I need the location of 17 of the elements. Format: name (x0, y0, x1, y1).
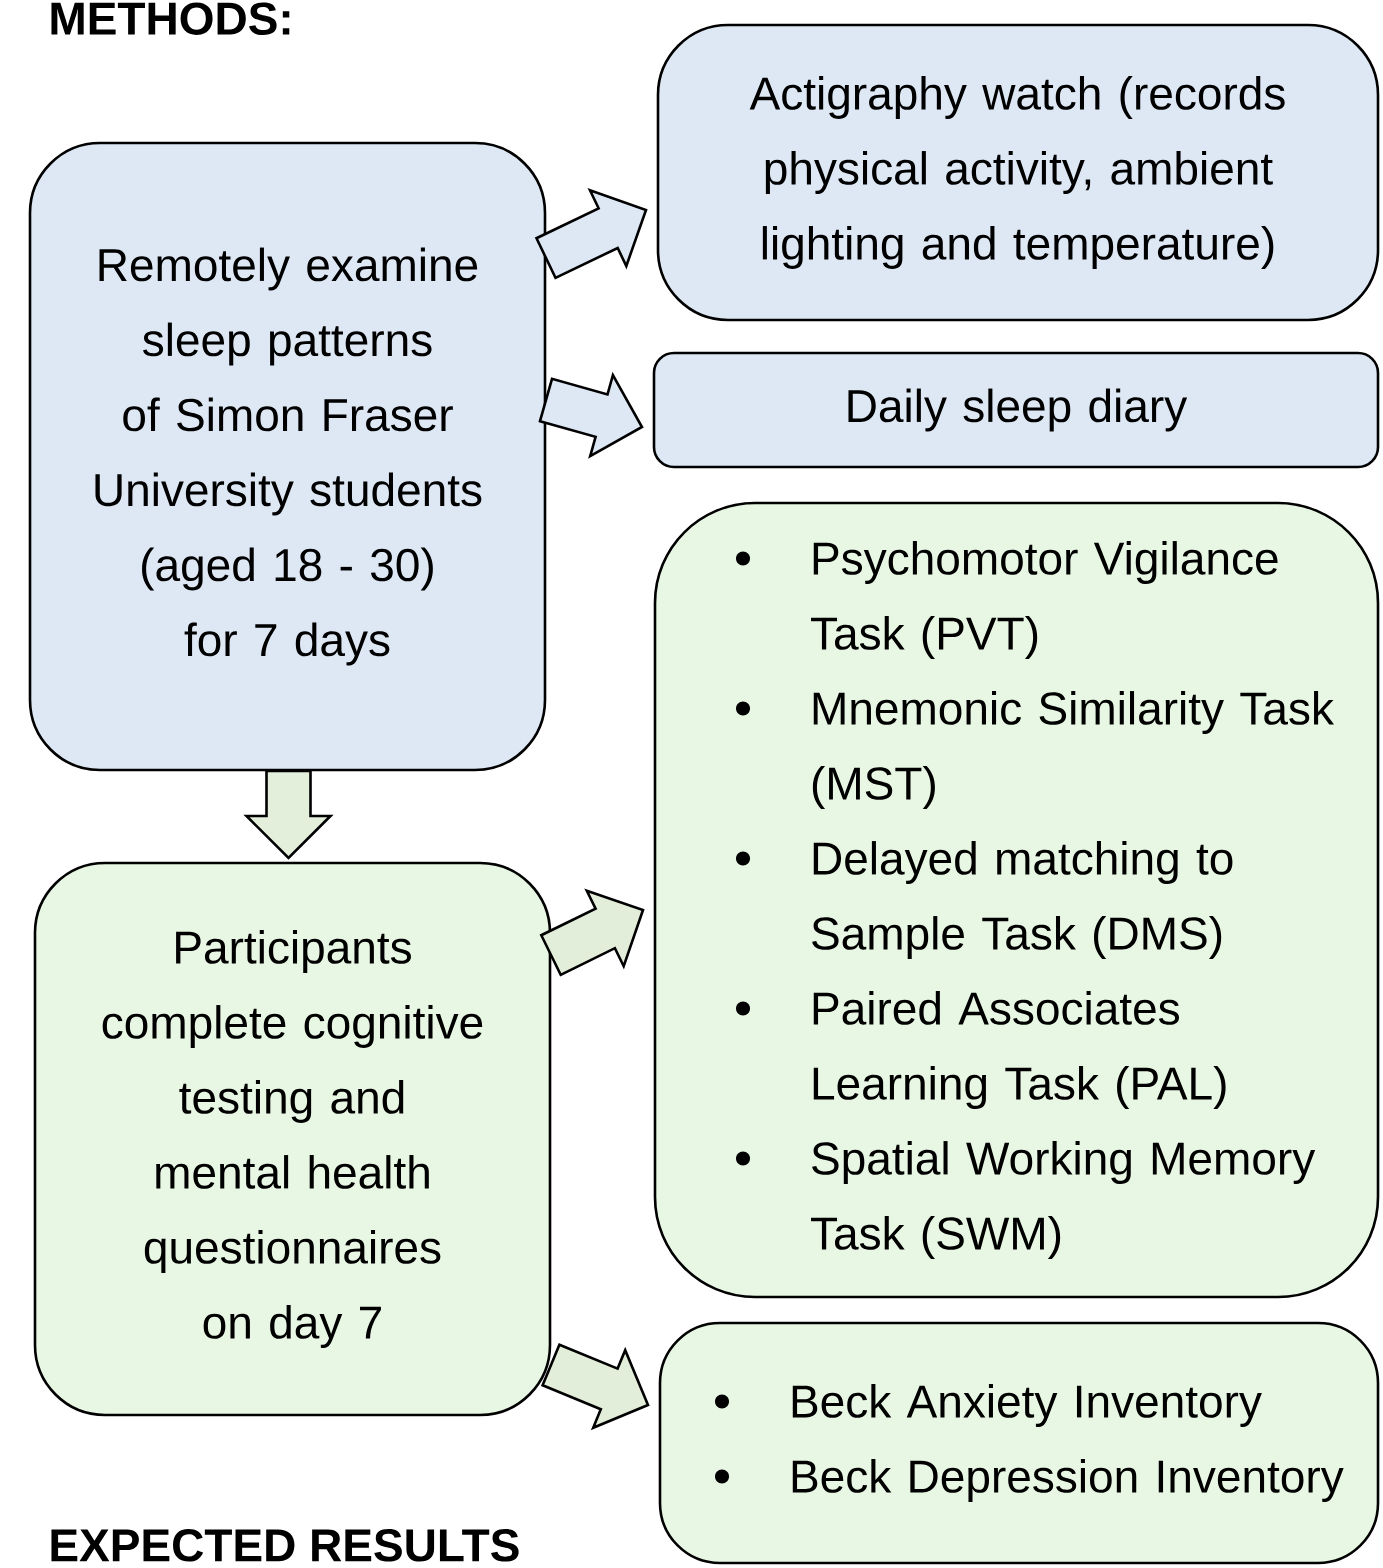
block-arrow (538, 371, 644, 459)
process-box: Participants complete cognitive testing and mental health questionnaires on day 7 (33, 861, 552, 1417)
heading: METHODS: (51, 2, 290, 35)
list-item: Beck Anxiety Inventory (715, 1384, 1262, 1427)
heading: EXPECTED RESULTS (51, 1529, 519, 1562)
process-box: Remotely examine sleep patterns of Simon Fraser University students (aged 18 - 30) for 7 days (28, 141, 547, 772)
block-arrow (243, 769, 334, 860)
list-item: Paired Associates Learning Task (PAL) (736, 991, 1226, 1109)
list-item: Delayed matching to Sample Task (DMS) (736, 841, 1233, 959)
list-item: Spatial Working Memory Task (SWM) (736, 1141, 1316, 1259)
list-item: Mnemonic Similarity Task (MST) (736, 691, 1335, 809)
process-box: Daily sleep diary (652, 351, 1380, 469)
list-box (653, 501, 1380, 1299)
list-item: Beck Depression Inventory (715, 1459, 1344, 1502)
list-box (658, 1321, 1380, 1565)
list-item: Psychomotor Vigilance Task (PVT) (736, 541, 1278, 659)
process-box: Actigraphy watch (records physical activity, ambient lighting and temperature) (656, 23, 1380, 322)
